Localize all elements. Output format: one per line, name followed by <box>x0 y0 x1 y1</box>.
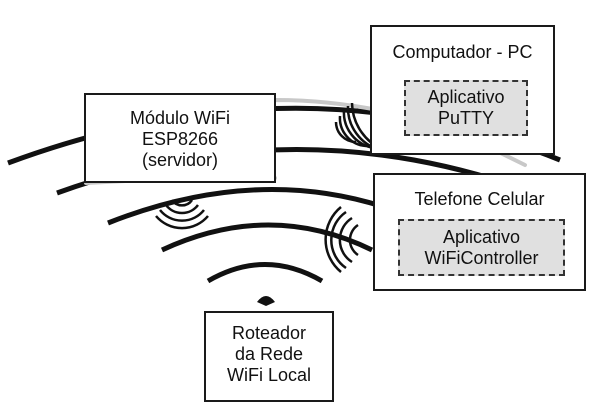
signal-arc-5 <box>206 262 324 284</box>
wificontroller-app-line-1: Aplicativo <box>442 226 521 247</box>
module-line-2: ESP8266 <box>141 129 219 149</box>
phone-title: Telefone Celular <box>414 189 545 209</box>
router-antenna-icon <box>257 296 275 306</box>
signal-arc-4 <box>160 222 374 253</box>
module-line-3: (servidor) <box>141 150 218 170</box>
esp8266-module-box: Módulo WiFi ESP8266 (servidor) <box>84 93 276 183</box>
router-label: Roteador da Rede WiFi Local <box>206 323 332 386</box>
wificontroller-app-box: Aplicativo WiFiController <box>398 219 565 276</box>
wifi-signal-icon-phone <box>324 206 359 273</box>
router-line-1: Roteador <box>231 323 307 343</box>
putty-app-line-1: Aplicativo <box>427 87 505 107</box>
module-line-1: Módulo WiFi <box>129 108 231 128</box>
putty-app-box: Aplicativo PuTTY <box>404 80 528 136</box>
module-label: Módulo WiFi ESP8266 (servidor) <box>86 108 274 171</box>
router-box: Roteador da Rede WiFi Local <box>204 311 334 402</box>
wificontroller-app-line-2: WiFiController <box>424 247 539 268</box>
wifi-signal-icon-module <box>155 199 209 230</box>
router-line-2: da Rede <box>234 344 304 364</box>
putty-app-line-2: PuTTY <box>437 108 494 128</box>
router-line-3: WiFi Local <box>226 365 311 385</box>
pc-title: Computador - PC <box>392 42 533 62</box>
